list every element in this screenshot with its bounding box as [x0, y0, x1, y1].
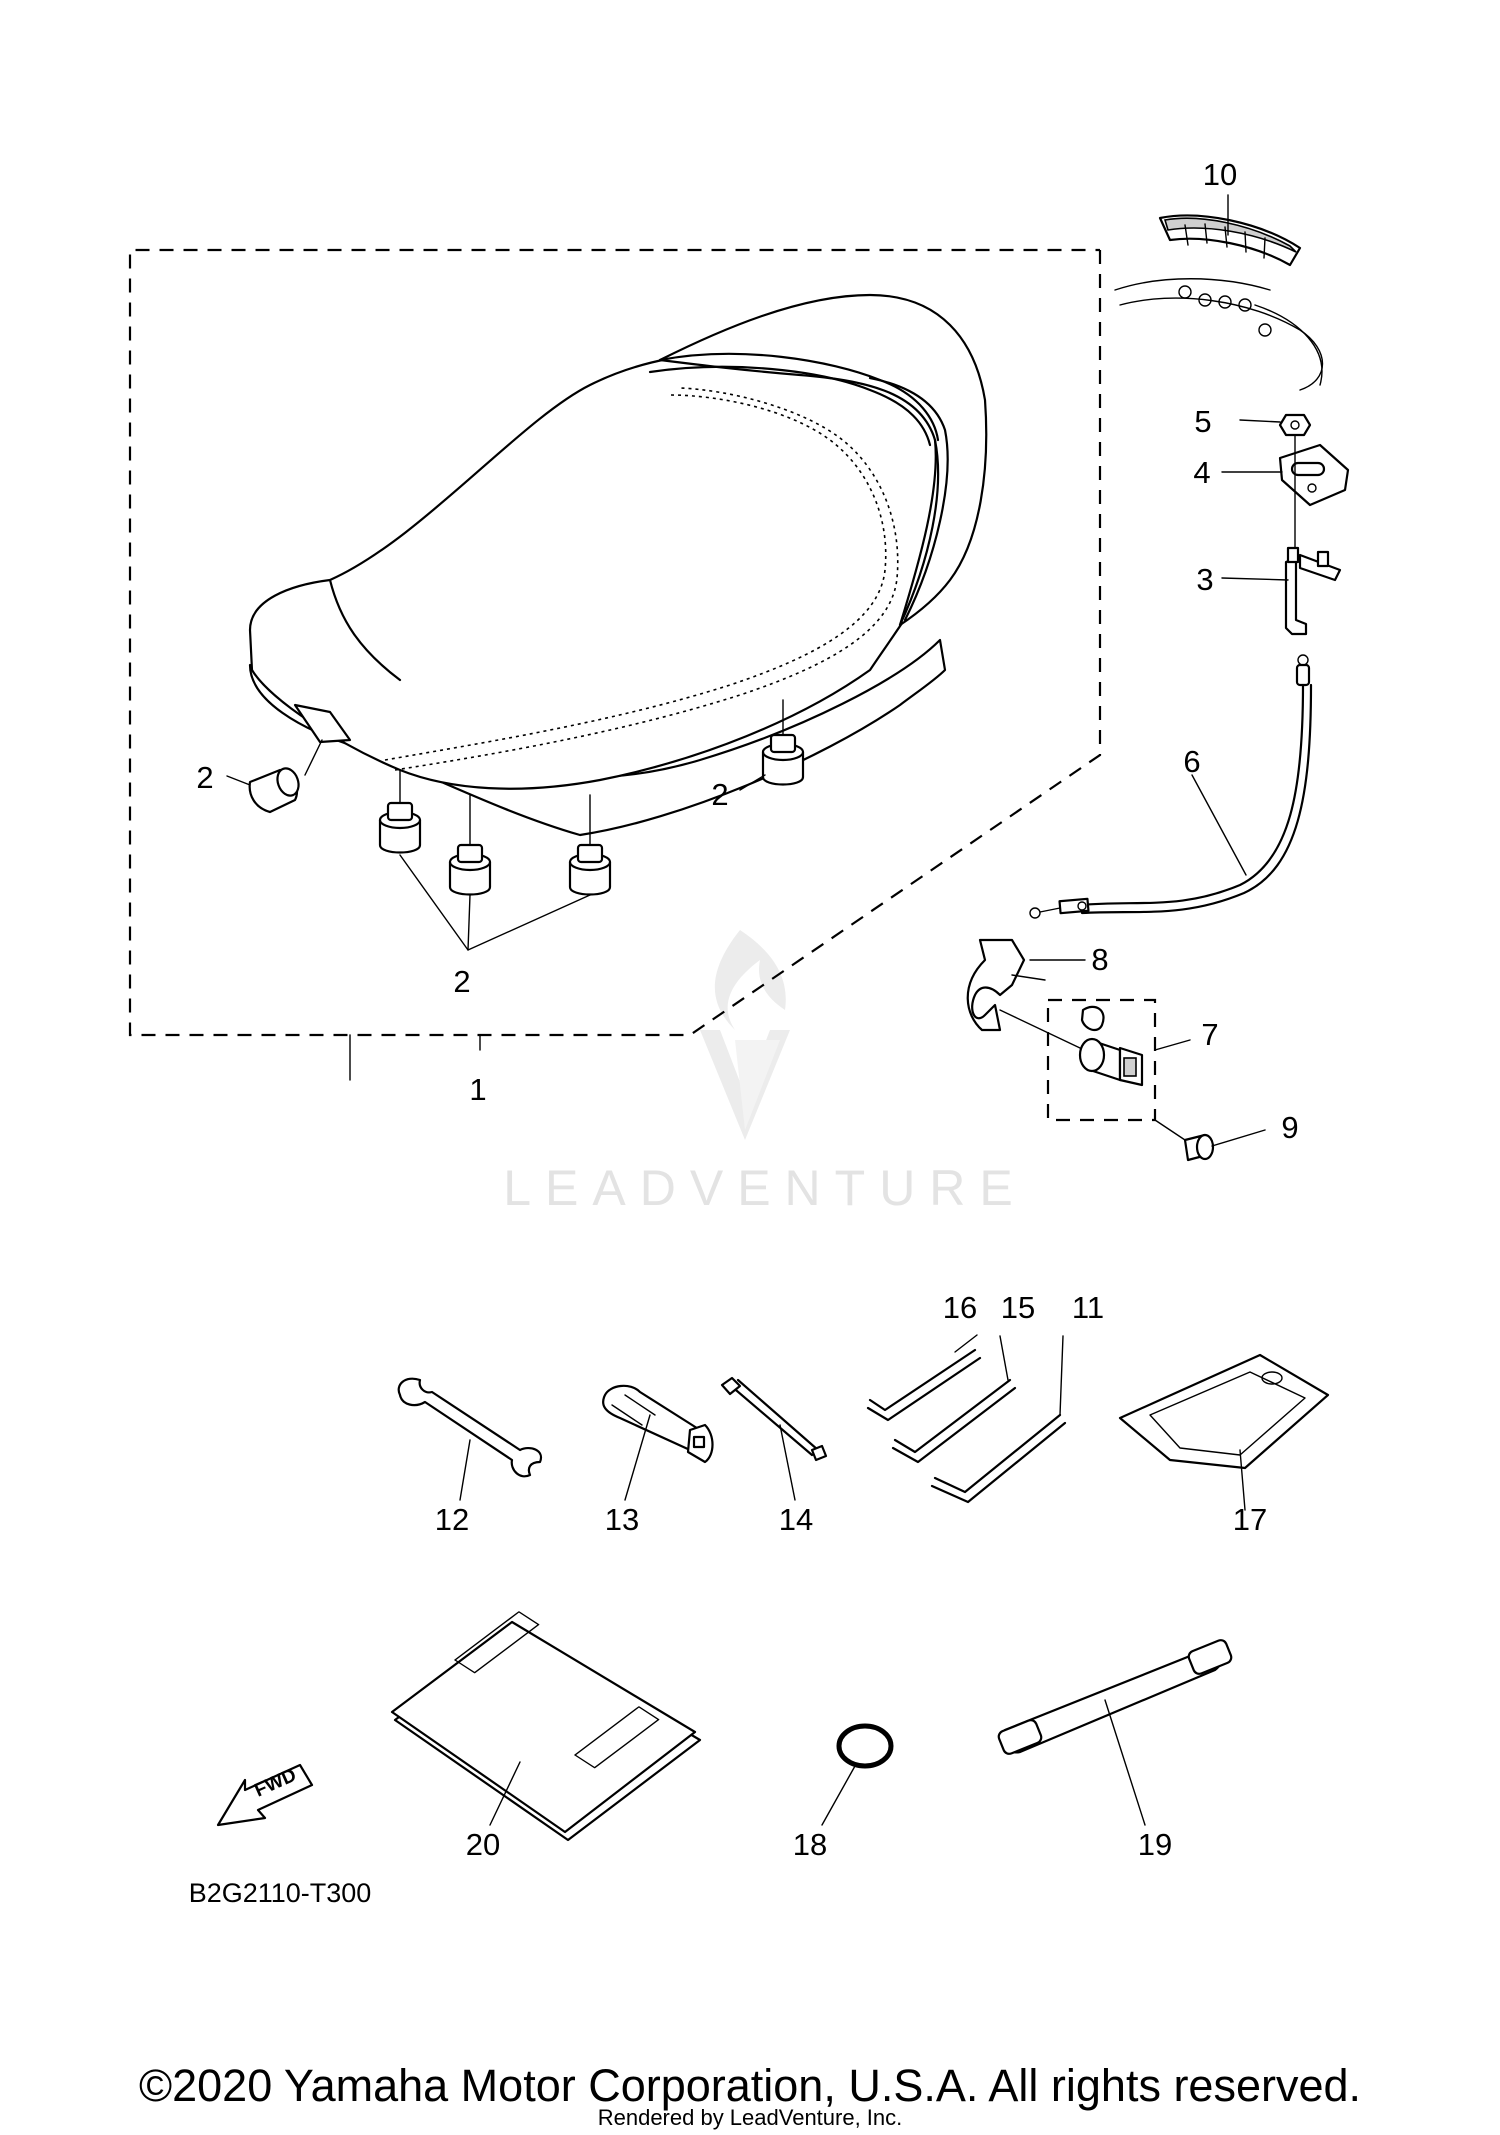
callout-11: 11	[1072, 1290, 1104, 1325]
callout-17: 17	[1233, 1502, 1267, 1537]
diagram-code: B2G2110-T300	[189, 1878, 372, 1908]
part-13-handle	[602, 1384, 714, 1501]
part-11-hex-wrench	[930, 1335, 1067, 1504]
callout-4: 4	[1193, 455, 1210, 490]
callout-16: 16	[943, 1290, 977, 1325]
watermark-text: LEADVENTURE	[503, 1160, 1027, 1216]
callout-13: 13	[605, 1502, 639, 1537]
part-9-screw	[1154, 1119, 1266, 1162]
copyright-notice: ©2020 Yamaha Motor Corporation, U.S.A. A…	[138, 2060, 1362, 2111]
leader-lines-2	[226, 774, 766, 1081]
callout-6: 6	[1183, 744, 1200, 779]
hex-wrenches	[866, 1334, 1067, 1504]
fwd-arrow-icon: FWD	[216, 1763, 314, 1827]
seat	[248, 293, 988, 856]
callout-9: 9	[1281, 1110, 1298, 1145]
part-4-plate	[1221, 443, 1350, 507]
damper-2	[448, 843, 492, 896]
callout-1: 1	[469, 1072, 486, 1107]
part-12-wrench	[397, 1377, 543, 1501]
part-8-bracket	[966, 938, 1086, 1032]
part-5-nut	[1239, 413, 1312, 437]
damper-3	[568, 843, 612, 896]
part-18-o-ring	[821, 1723, 894, 1826]
callout-2c: 2	[453, 964, 470, 999]
part-14-screwdriver	[720, 1376, 828, 1501]
callout-3: 3	[1196, 562, 1213, 597]
seat-assembly-boundary	[128, 248, 1102, 1037]
damper-rubbers	[248, 733, 805, 896]
callout-18: 18	[793, 1827, 827, 1862]
callout-2b: 2	[711, 777, 728, 812]
callout-8: 8	[1091, 942, 1108, 977]
part-3-stay	[1221, 434, 1342, 636]
callout-20: 20	[466, 1827, 500, 1862]
callout-12: 12	[435, 1502, 469, 1537]
part-10-cover	[1114, 194, 1324, 391]
callout-19: 19	[1138, 1827, 1172, 1862]
callout-15: 15	[1001, 1290, 1035, 1325]
part-17-tool-bag	[1118, 1353, 1330, 1511]
part-6-cable	[1029, 654, 1313, 919]
damper-1	[378, 801, 422, 854]
damper-rear	[761, 733, 805, 786]
part-19-strap	[997, 1639, 1233, 1826]
callout-7: 7	[1201, 1017, 1218, 1052]
callout-10: 10	[1203, 157, 1237, 192]
part-16-hex-wrench	[866, 1334, 982, 1422]
damper-front-left	[248, 767, 300, 814]
callout-2a: 2	[196, 760, 213, 795]
part-20-manual	[390, 1611, 702, 1842]
part-15-hex-wrench	[891, 1335, 1017, 1464]
leadventure-watermark: LEADVENTURE	[503, 930, 1027, 1216]
callout-14: 14	[779, 1502, 813, 1537]
callout-5: 5	[1194, 404, 1211, 439]
rendered-by-note: Rendered by LeadVenture, Inc.	[597, 2105, 903, 2130]
callouts: 1 2 2 2 3 4 5 6 7 8 9 10 11 12 13 14 15 …	[196, 157, 1298, 1862]
part-7-lock	[999, 998, 1191, 1122]
